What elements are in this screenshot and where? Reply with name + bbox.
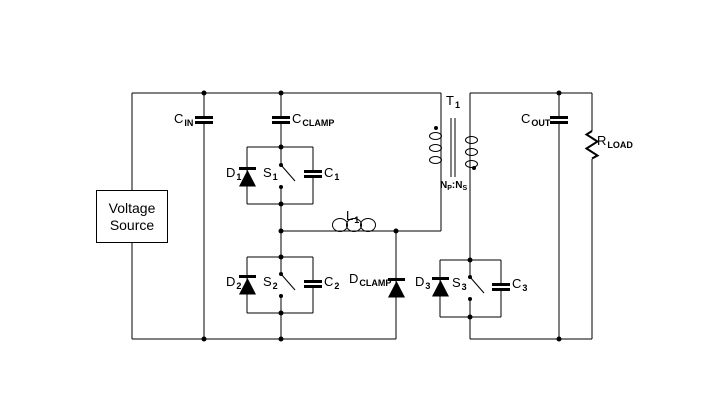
c-out-capacitor-symbol bbox=[550, 116, 568, 124]
primary-phase-dot bbox=[434, 126, 438, 130]
s3-switch-symbol bbox=[468, 275, 485, 301]
c-out-label: COUT bbox=[521, 111, 551, 129]
voltage-source-box: Voltage Source bbox=[96, 190, 168, 243]
c-in-capacitor-symbol bbox=[195, 116, 213, 124]
s1-label: S1 bbox=[263, 165, 278, 183]
c2-capacitor-symbol bbox=[304, 280, 322, 288]
d3-diode-symbol bbox=[432, 277, 449, 297]
t1-label: T1 bbox=[446, 93, 460, 111]
s2-switch-symbol bbox=[279, 272, 296, 298]
turns-ratio-label: NP:NS bbox=[440, 180, 468, 192]
l1-inductor-symbol bbox=[332, 218, 376, 232]
s1-switch-symbol bbox=[279, 163, 296, 189]
c-clamp-label: CCLAMP bbox=[292, 111, 335, 129]
r-load-label: RLOAD bbox=[597, 133, 633, 151]
circuit-wires bbox=[131, 92, 593, 340]
d-clamp-diode-symbol bbox=[388, 278, 405, 298]
c2-label: C2 bbox=[324, 274, 340, 292]
r-load-resistor-symbol bbox=[584, 130, 600, 160]
junction-dots bbox=[201, 90, 562, 342]
d2-diode-symbol bbox=[239, 275, 256, 295]
c-clamp-capacitor-symbol bbox=[272, 116, 290, 124]
voltage-source-label-line2: Source bbox=[109, 216, 155, 233]
c1-capacitor-symbol bbox=[304, 170, 322, 178]
d-clamp-label: DCLAMP bbox=[349, 271, 392, 289]
l1-label: L1 bbox=[346, 208, 360, 226]
d3-label: D3 bbox=[415, 274, 431, 292]
c-in-label: CIN bbox=[174, 111, 194, 129]
d1-diode-symbol bbox=[239, 167, 256, 187]
c3-label: C3 bbox=[512, 276, 528, 294]
s3-label: S3 bbox=[452, 275, 467, 293]
d2-label: D2 bbox=[226, 274, 242, 292]
d1-label: D1 bbox=[226, 165, 242, 183]
voltage-source-label-line1: Voltage bbox=[108, 199, 156, 216]
c3-capacitor-symbol bbox=[492, 283, 510, 291]
s2-label: S2 bbox=[263, 274, 278, 292]
t1-transformer-symbol bbox=[429, 118, 478, 177]
secondary-phase-dot bbox=[472, 166, 476, 170]
c1-label: C1 bbox=[324, 165, 340, 183]
